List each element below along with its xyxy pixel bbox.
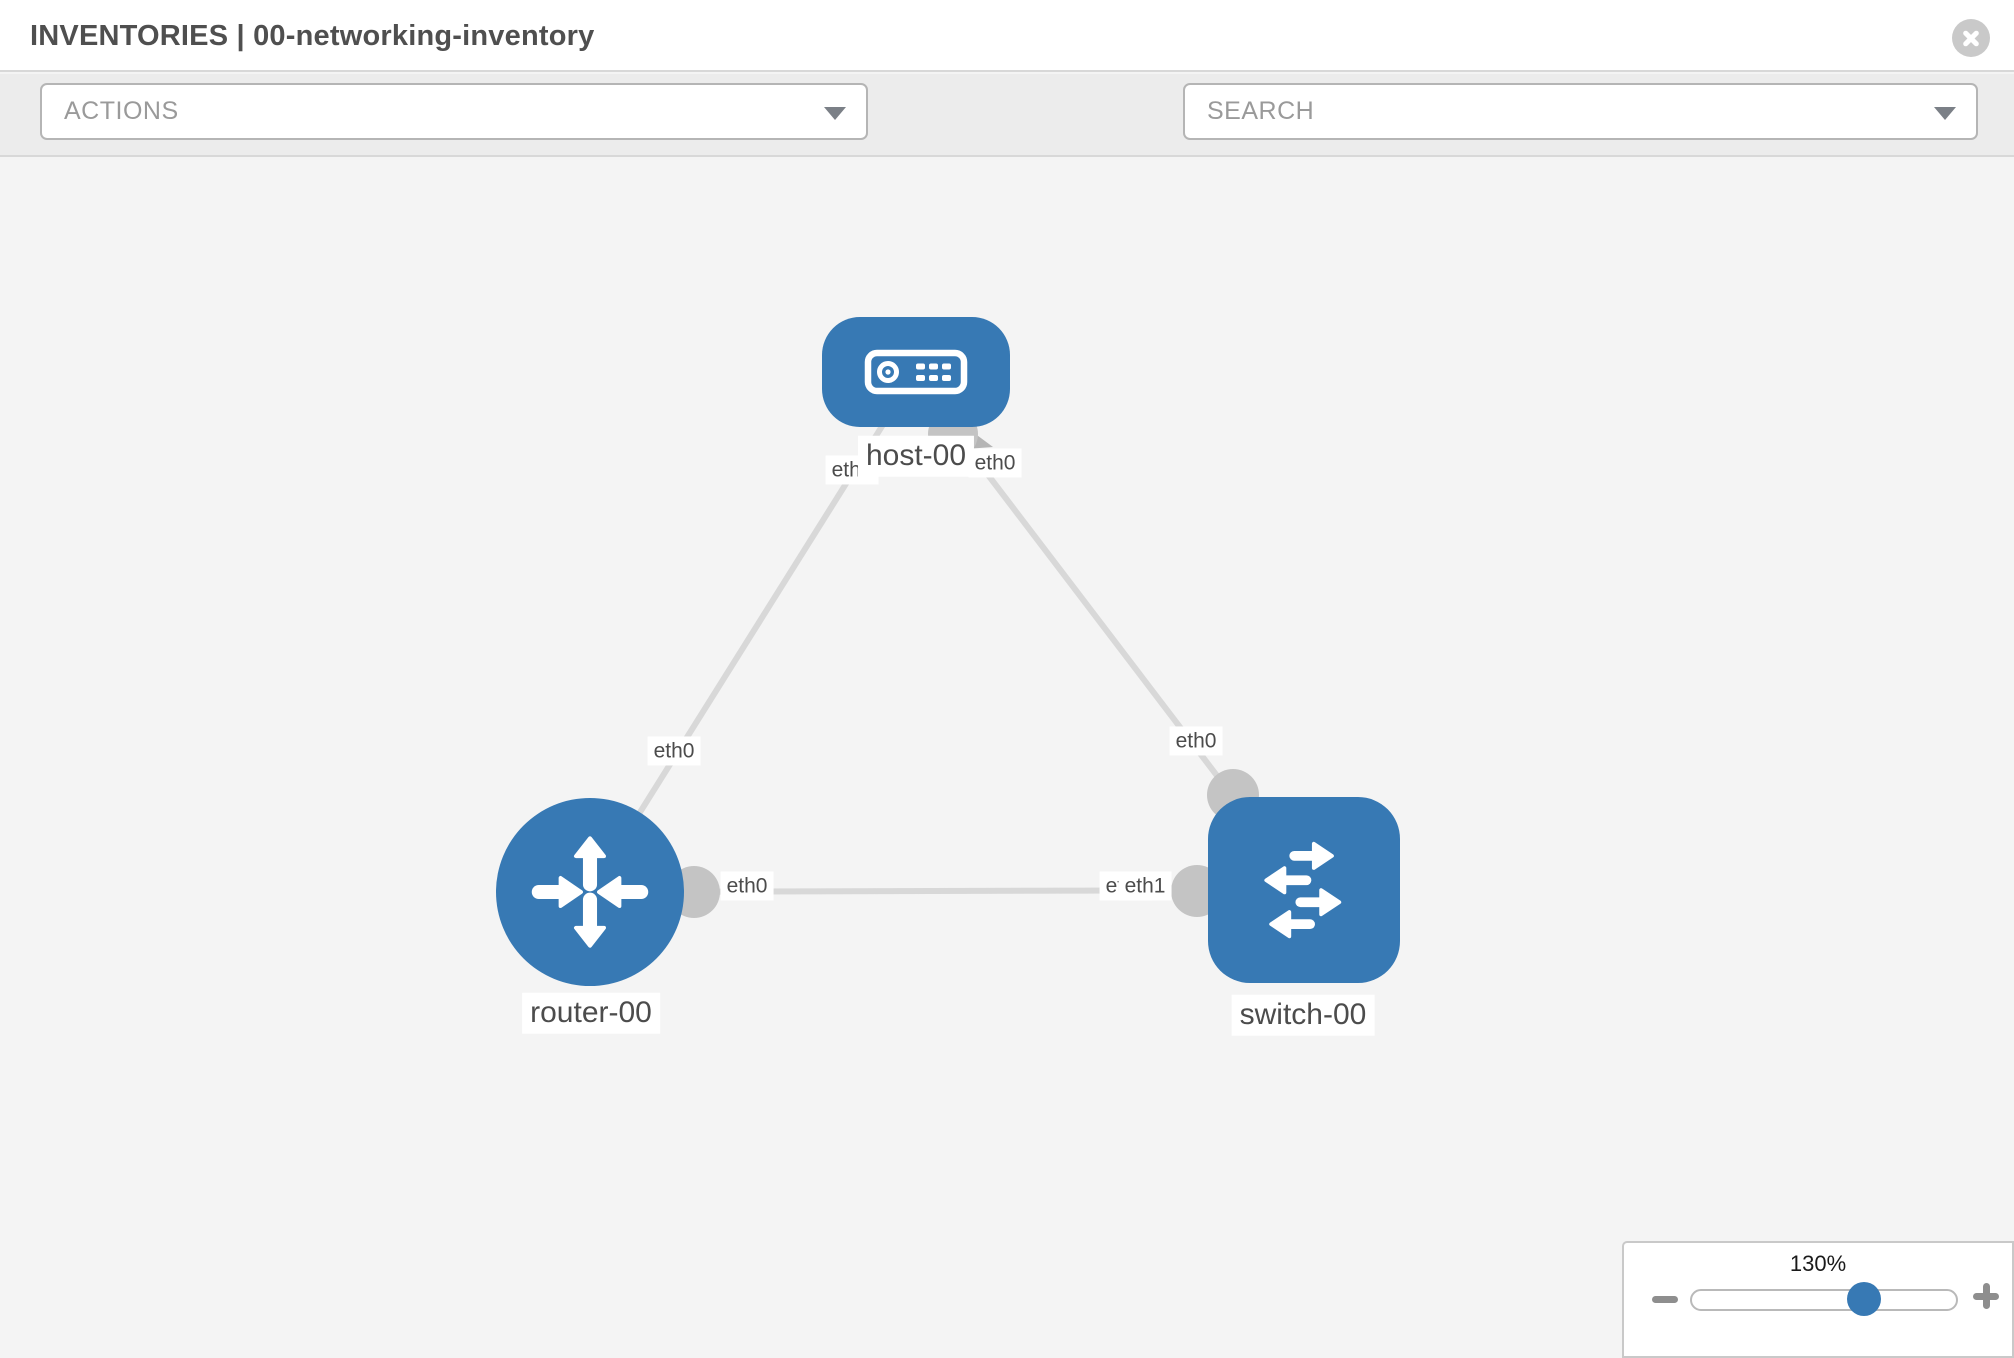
plus-icon [1982, 1283, 1990, 1309]
page-title: INVENTORIES | 00-networking-inventory [30, 20, 595, 52]
zoom-slider-handle[interactable] [1847, 1282, 1881, 1316]
interface-label-eth0-3: eth0 [1169, 726, 1223, 756]
zoom-out-button[interactable] [1652, 1296, 1678, 1303]
switch-icon [1264, 841, 1342, 939]
topology-canvas[interactable]: eth0eth0eth0eth0eth0eth0eth1host-00route… [0, 158, 2014, 1358]
node-label-switch-00: switch-00 [1231, 994, 1375, 1036]
actions-dropdown-label: ACTIONS [64, 97, 179, 125]
zoom-in-button[interactable] [1973, 1283, 1999, 1309]
zoom-panel: 130% [1622, 1241, 2014, 1358]
node-label-router-00: router-00 [522, 992, 660, 1034]
interface-label-eth0-1: eth0 [968, 448, 1022, 478]
node-switch-00[interactable] [1208, 797, 1400, 983]
header: INVENTORIES | 00-networking-inventory [0, 0, 2014, 72]
interface-label-eth1-6: eth1 [1118, 871, 1172, 901]
interface-label-eth0-4: eth0 [720, 871, 774, 901]
node-host-00[interactable] [822, 317, 1010, 427]
toolbar: ACTIONS SEARCH [0, 74, 2014, 201]
actions-dropdown[interactable]: ACTIONS [40, 83, 868, 140]
router-icon [531, 836, 649, 948]
interface-label-eth0-2: eth0 [647, 736, 701, 766]
search-placeholder: SEARCH [1207, 97, 1315, 125]
zoom-level: 130% [1789, 1251, 1847, 1276]
chevron-down-icon [824, 106, 846, 120]
host-icon [864, 349, 968, 395]
node-label-host-00: host-00 [857, 435, 975, 477]
zoom-slider-track[interactable] [1690, 1282, 1958, 1316]
search-dropdown[interactable]: SEARCH [1183, 83, 1978, 140]
chevron-down-icon [1934, 106, 1956, 120]
close-button[interactable] [1952, 19, 1990, 57]
topology-links-layer [587, 370, 1307, 918]
node-router-00[interactable] [496, 798, 684, 986]
